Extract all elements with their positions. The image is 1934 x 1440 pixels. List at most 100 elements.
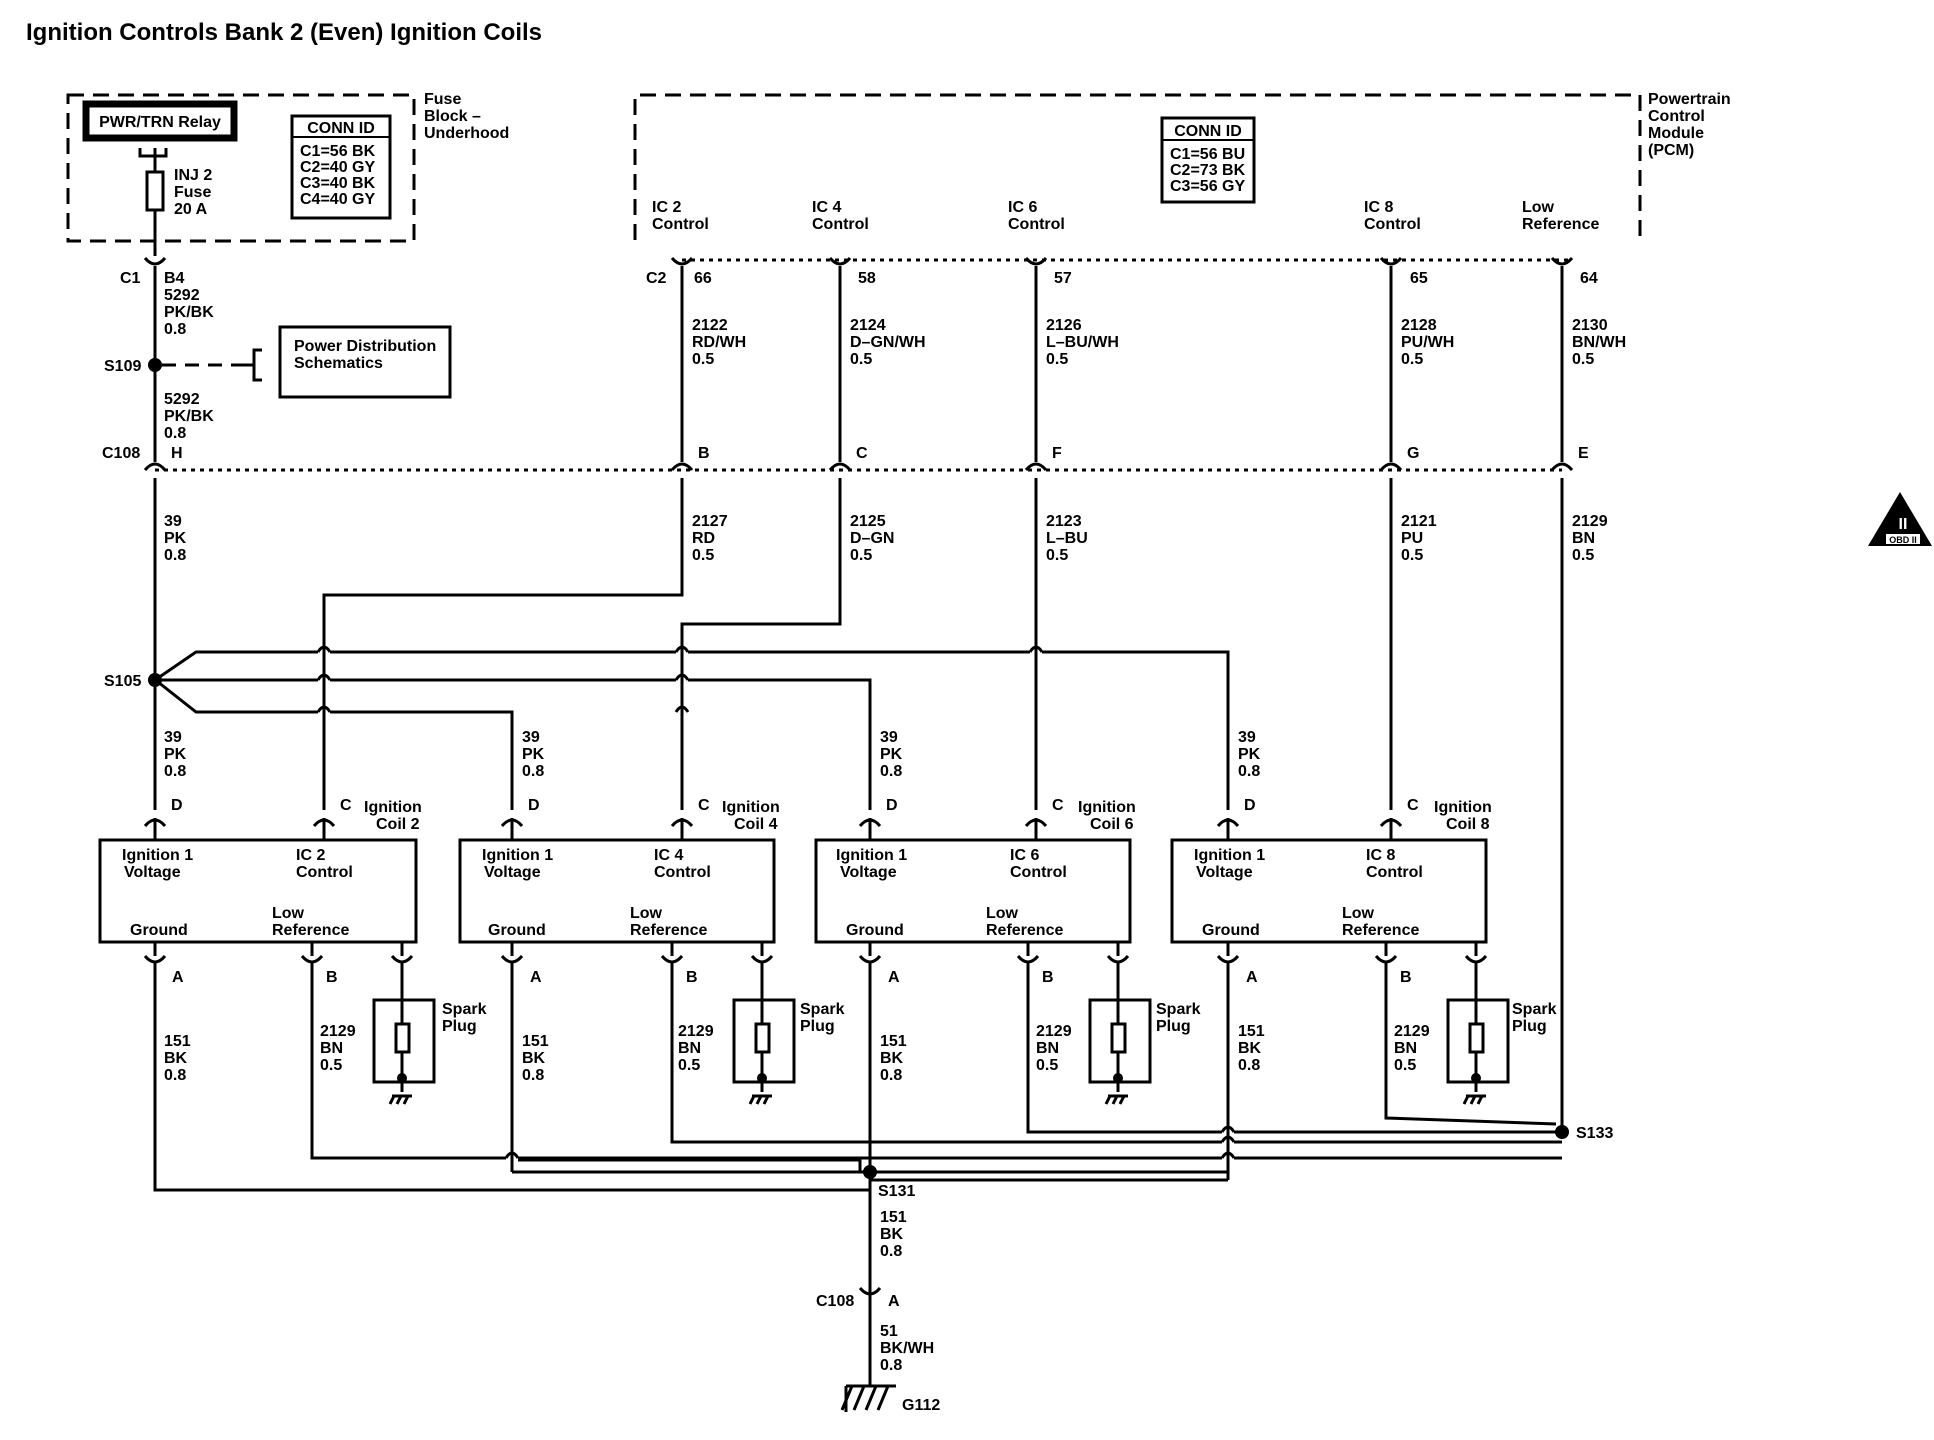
bottom-wire-b: BK: [880, 1226, 904, 1243]
splice-s109: [148, 358, 162, 372]
coil4-lowref-wire-b: BN: [678, 1040, 701, 1057]
coil6-feed-b: PK: [880, 746, 903, 763]
pcm-terminal-3-label-1: IC 6: [1008, 199, 1037, 216]
coil2-lowref-wire-b: BN: [320, 1040, 343, 1057]
spark-plug-2: Spark Plug: [372, 962, 487, 1105]
ground-symbol: [840, 1356, 896, 1412]
c108-wire-h-a: 39: [164, 513, 182, 530]
coil8-pin-d: D: [1244, 797, 1256, 814]
coil8-ic-2: Control: [1366, 864, 1423, 881]
fuse-conn-id-2: C2=40 GY: [300, 159, 375, 176]
coil8-feed-b: PK: [1238, 746, 1261, 763]
coil4-voltage-2: Voltage: [484, 864, 541, 881]
coil8-ground-wire-a: 151: [1238, 1023, 1265, 1040]
c108-label: C108: [102, 445, 140, 462]
coil2-pin-a: A: [172, 969, 184, 986]
splice-s131-label: S131: [878, 1183, 915, 1200]
power-wire-upper-2: PK/BK: [164, 304, 214, 321]
coil4-ic-1: IC 4: [654, 847, 683, 864]
coil6-lowref-wire-a: 2129: [1036, 1023, 1072, 1040]
pcm-conn-id-box: [1160, 116, 1256, 204]
pcm-wire-2-b: D–GN/WH: [850, 334, 926, 351]
bottom-wire-a: 151: [880, 1209, 907, 1226]
fuse-label-3: 20 A: [174, 201, 208, 218]
coil2-ground-wire-b: BK: [164, 1050, 188, 1067]
pcm-terminal-4-pin: 65: [1410, 270, 1428, 287]
ignition-coil-6: D C Ignition Coil 6 Ignition 1 Voltage I…: [814, 797, 1136, 944]
pcm-conn-id-2: C2=73 BK: [1170, 162, 1246, 179]
c108-wire-e-b: BN: [1572, 530, 1595, 547]
c108-wire-b-a: 2127: [692, 513, 728, 530]
coil6-voltage-2: Voltage: [840, 864, 897, 881]
fuse-label-2: Fuse: [174, 184, 211, 201]
fuse-conn-id-4: C4=40 GY: [300, 191, 375, 208]
coil2-voltage-1: Ignition 1: [122, 847, 193, 864]
c108-wire-f-a: 2123: [1046, 513, 1082, 530]
final-wire-c: 0.8: [880, 1357, 902, 1374]
relay-label: PWR/TRN Relay: [99, 114, 221, 131]
ignition-coil-4: D C Ignition Coil 4 Ignition 1 Voltage I…: [458, 797, 780, 944]
c108-pin-f: F: [1052, 445, 1062, 462]
c108-wire-f-b: L–BU: [1046, 530, 1088, 547]
coil8-low-ref-wire: [1384, 962, 1557, 1126]
pcm-wire-5-b: BN/WH: [1572, 334, 1626, 351]
coil6-ground-wire-a: 151: [880, 1033, 907, 1050]
pcm-wire-2-a: 2124: [850, 317, 886, 334]
coil8-lowref-wire-c: 0.5: [1394, 1057, 1416, 1074]
c108-wire-c-a: 2125: [850, 513, 886, 530]
c1-pin: B4: [164, 270, 185, 287]
coil6-pin-a: A: [888, 969, 900, 986]
coil4-name-1: Ignition: [722, 799, 780, 816]
splice-s105-label: S105: [104, 673, 141, 690]
coil2-ground-wire-a: 151: [164, 1033, 191, 1050]
pcm-terminal-5-label-1: Low: [1522, 199, 1555, 216]
coil8-ground-wire-c: 0.8: [1238, 1057, 1260, 1074]
coil8-lowref-wire-b: BN: [1394, 1040, 1417, 1057]
coil6-lowref-1: Low: [986, 905, 1019, 922]
coil8-pin-c: C: [1407, 797, 1419, 814]
c108-pin-b: B: [698, 445, 710, 462]
coil4-lowref-wire-a: 2129: [678, 1023, 714, 1040]
pcm-name-2: Control: [1648, 108, 1705, 125]
power-distribution-2: Schematics: [294, 355, 383, 372]
spark-plug-6-label-2: Plug: [1156, 1018, 1191, 1035]
fuse-block-name-1: Fuse: [424, 91, 461, 108]
obd-ii-icon: II OBD II: [1868, 492, 1932, 546]
coil4-low-ref-wire: [670, 962, 1562, 1144]
power-wire-lower-1: 5292: [164, 391, 200, 408]
bottom-wire-c: 0.8: [880, 1243, 902, 1260]
power-distribution-box: [278, 325, 452, 399]
spark-plug-4-label-1: Spark: [800, 1001, 845, 1018]
coil2-ground: Ground: [130, 922, 188, 939]
c108-bottom-connector: [858, 1286, 882, 1296]
spark-plug-2-label-2: Plug: [442, 1018, 477, 1035]
coil6-name-1: Ignition: [1078, 799, 1136, 816]
power-distribution-1: Power Distribution: [294, 338, 436, 355]
coil6-feed-a: 39: [880, 729, 898, 746]
splice-s133-label: S133: [1576, 1125, 1613, 1142]
coil4-feed-b: PK: [522, 746, 545, 763]
coil2-name-2: Coil 2: [376, 816, 420, 833]
coil6-lowref-wire-b: BN: [1036, 1040, 1059, 1057]
spark-plug-4-label-2: Plug: [800, 1018, 835, 1035]
coil4-voltage-1: Ignition 1: [482, 847, 553, 864]
c108-wire-f-c: 0.5: [1046, 547, 1068, 564]
pcm-terminal-3-label-2: Control: [1008, 216, 1065, 233]
coil8-ic-1: IC 8: [1366, 847, 1395, 864]
coil8-lowref-2: Reference: [1342, 922, 1419, 939]
coil8-name-2: Coil 8: [1446, 816, 1490, 833]
coil6-ground-wire-b: BK: [880, 1050, 904, 1067]
final-wire-b: BK/WH: [880, 1340, 934, 1357]
fuse-conn-id-box: [290, 114, 392, 220]
pcm-terminal-1-label-1: IC 2: [652, 199, 681, 216]
coil6-voltage-1: Ignition 1: [836, 847, 907, 864]
c108-wire-h-c: 0.8: [164, 547, 186, 564]
coil2-ic-1: IC 2: [296, 847, 325, 864]
coil6-feed-c: 0.8: [880, 763, 902, 780]
pcm-conn-id-title: CONN ID: [1174, 123, 1242, 140]
coil4-ground-wire-b: BK: [522, 1050, 546, 1067]
pcm-conn-id-3: C3=56 GY: [1170, 178, 1245, 195]
pcm-name-3: Module: [1648, 125, 1704, 142]
coil4-ground-wire-a: 151: [522, 1033, 549, 1050]
